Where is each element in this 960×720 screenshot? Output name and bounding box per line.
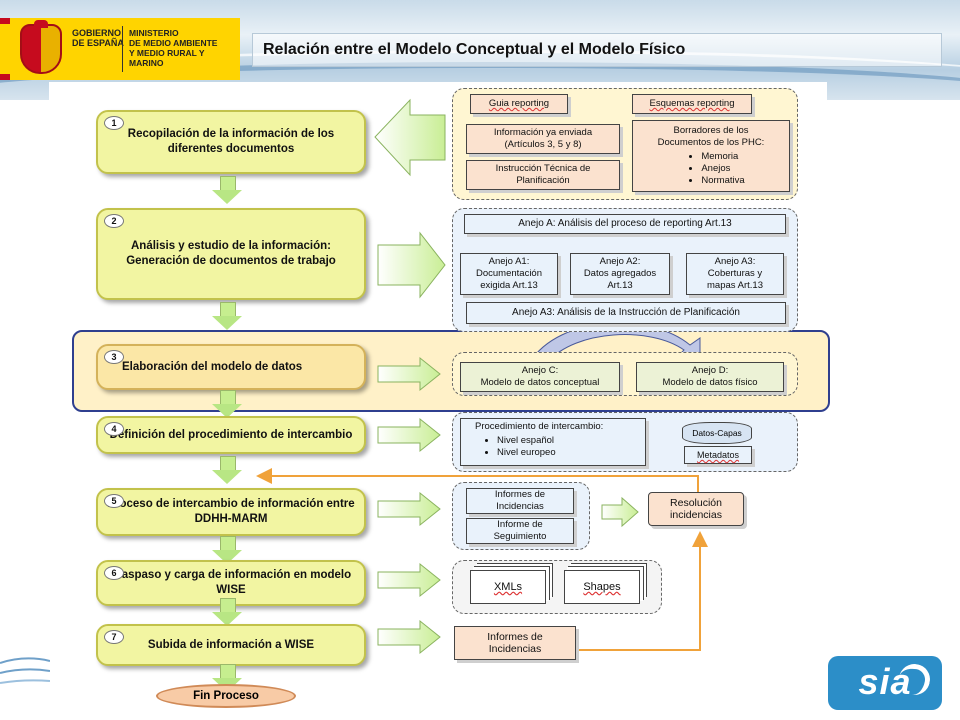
step-number: 2 (104, 214, 124, 228)
doc-anejo-a3-instruccion: Anejo A3: Análisis de la Instrucción de … (466, 302, 786, 324)
resolution-arrow (601, 496, 639, 528)
step-label: Traspaso y carga de información en model… (110, 569, 352, 596)
output-arrow-right (377, 491, 441, 527)
output-arrow-right (377, 417, 441, 453)
end-node: Fin Proceso (156, 684, 296, 708)
down-arrow (212, 598, 242, 626)
down-arrow (212, 536, 242, 564)
step-2: 2 Análisis y estudio de la información: … (96, 208, 366, 300)
step-label: Análisis y estudio de la información: Ge… (126, 240, 336, 267)
page-title: Relación entre el Modelo Conceptual y el… (263, 41, 686, 58)
doc-shapes: Shapes (564, 570, 640, 604)
output-arrow-right (377, 356, 441, 392)
doc-anejo-a: Anejo A: Análisis del proceso de reporti… (464, 214, 786, 234)
doc-instruccion-tecnica: Instrucción Técnica de Planificación (466, 160, 620, 190)
doc-anejo-a3: Anejo A3: Coberturas y mapas Art.13 (686, 253, 784, 295)
doc-informes-incidencias: Informes de Incidencias (466, 488, 574, 514)
flag-stripe (0, 18, 10, 80)
step-label: Proceso de intercambio de información en… (107, 498, 355, 525)
doc-anejo-c: Anejo C: Modelo de datos conceptual (460, 362, 620, 392)
datos-capas-database-icon: Datos-Capas (682, 422, 752, 444)
step-number: 3 (104, 350, 124, 364)
doc-metadatos: Metadatos (684, 446, 752, 464)
government-label: GOBIERNO DE ESPAÑA (72, 28, 124, 48)
step-3: 3 Elaboración del modelo de datos (96, 344, 366, 390)
borradores-list: Memoria Anejos Normativa (677, 151, 744, 187)
step-5: 5 Proceso de intercambio de información … (96, 488, 366, 536)
decorative-lines (0, 657, 50, 684)
step-label: Subida de información a WISE (147, 638, 315, 651)
feedback-line (578, 531, 708, 651)
step-1: 1 Recopilación de la información de los … (96, 110, 366, 174)
output-arrow-right (377, 619, 441, 655)
government-logo: GOBIERNO DE ESPAÑA MINISTERIO DE MEDIO A… (0, 18, 240, 80)
doc-resolucion-incidencias: Resolución incidencias (648, 492, 744, 526)
doc-xmls: XMLs (470, 570, 546, 604)
procedimiento-list: Nivel español Nivel europeo (475, 435, 556, 459)
input-arrow-left (374, 98, 446, 177)
doc-guia-reporting: Guia reporting (470, 94, 568, 114)
doc-anejo-a1: Anejo A1: Documentación exigida Art.13 (460, 253, 558, 295)
step-7: 7 Subida de información a WISE (96, 624, 366, 666)
logo-divider (122, 26, 123, 72)
step-number: 7 (104, 630, 124, 644)
doc-esquemas-reporting: Esquemas reporting (632, 94, 752, 114)
doc-anejo-d: Anejo D: Modelo de datos físico (636, 362, 784, 392)
doc-anejo-a2: Anejo A2: Datos agregados Art.13 (570, 253, 670, 295)
step-label: Elaboración del modelo de datos (122, 360, 303, 373)
doc-procedimiento: Procedimiento de intercambio: Nivel espa… (460, 418, 646, 466)
step-number: 5 (104, 494, 124, 508)
doc-informacion-enviada: Información ya enviada (Artículos 3, 5 y… (466, 124, 620, 154)
step-4: 4 Definición del procedimiento de interc… (96, 416, 366, 454)
title-bar: Relación entre el Modelo Conceptual y el… (252, 33, 942, 67)
down-arrow (212, 176, 242, 204)
step-number: 6 (104, 566, 124, 580)
down-arrow (212, 664, 242, 692)
down-arrow (212, 390, 242, 418)
output-arrow-right (377, 231, 446, 299)
sia-logo: sia (828, 656, 942, 710)
step-number: 4 (104, 422, 124, 436)
step-label: Definición del procedimiento de intercam… (109, 428, 353, 441)
step-label: Recopilación de la información de los di… (127, 128, 335, 155)
doc-informe-seguimiento: Informe de Seguimiento (466, 518, 574, 544)
doc-informes-incidencias-wise: Informes de Incidencias (454, 626, 576, 660)
step-number: 1 (104, 116, 124, 130)
output-arrow-right (377, 562, 441, 598)
feedback-line (256, 468, 699, 492)
down-arrow (212, 302, 242, 330)
down-arrow (212, 456, 242, 484)
ministry-label: MINISTERIO DE MEDIO AMBIENTE Y MEDIO RUR… (129, 28, 218, 68)
coat-of-arms-icon (20, 20, 62, 74)
doc-borradores: Borradores de los Documentos de los PHC:… (632, 120, 790, 192)
